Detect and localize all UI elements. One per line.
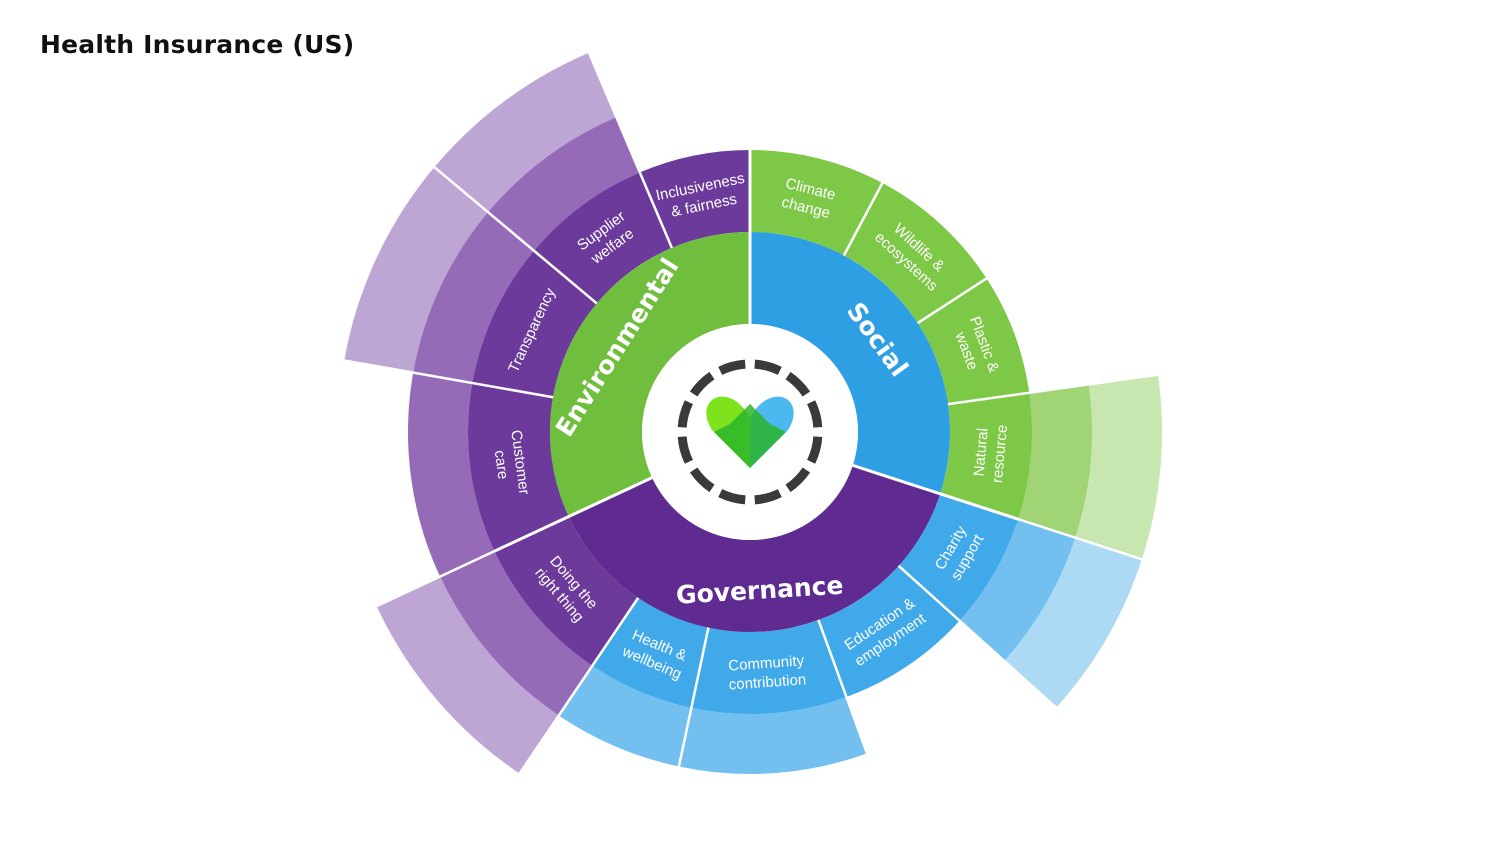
logo-ring-dash bbox=[718, 359, 746, 376]
segment-divider bbox=[587, 52, 674, 249]
band-inner-supplier-welfare bbox=[488, 117, 640, 251]
segment-label-line: care bbox=[491, 449, 512, 480]
segment-ring bbox=[468, 150, 1032, 714]
pillar-sector-governance bbox=[568, 465, 941, 632]
segment-plastic-waste bbox=[917, 278, 1030, 405]
logo-ring-dash bbox=[754, 488, 782, 505]
segment-dividers bbox=[344, 52, 1159, 775]
segment-wildlife-ecosystems bbox=[843, 183, 987, 324]
segment-divider bbox=[433, 166, 598, 305]
pillar-sector-social bbox=[750, 232, 951, 494]
logo-ring-dash bbox=[677, 436, 694, 464]
band-outer-charity-support bbox=[1004, 537, 1142, 708]
logo-ring-dash bbox=[689, 371, 715, 397]
pillar-ring bbox=[550, 232, 951, 632]
band-inner-natural-resource bbox=[1018, 384, 1092, 538]
segment-supplier-welfare bbox=[533, 172, 672, 304]
heart-icon bbox=[706, 396, 794, 468]
band-inner-doing-the-right-thing bbox=[440, 551, 593, 716]
band-inner-health-wellbeing bbox=[558, 665, 692, 767]
segment-community-contribution bbox=[691, 619, 847, 714]
band-inner-community-contribution bbox=[678, 696, 867, 774]
segment-divider bbox=[917, 277, 988, 325]
logo-ring-dash bbox=[806, 400, 823, 428]
segment-customer-care bbox=[468, 383, 569, 552]
segment-climate-change bbox=[750, 150, 883, 256]
logo-ring-dash bbox=[689, 467, 715, 493]
segment-health-wellbeing bbox=[592, 597, 709, 708]
segment-divider bbox=[947, 373, 1159, 406]
band-inner-transparency bbox=[413, 212, 534, 384]
segment-divider bbox=[677, 627, 710, 767]
logo-dashed-ring bbox=[677, 359, 823, 505]
logo-ring-dash bbox=[718, 488, 746, 505]
band-outer-doing-the-right-thing bbox=[376, 576, 559, 774]
segment-label-community-contribution: Communitycontribution bbox=[727, 652, 807, 693]
segment-charity-support bbox=[898, 493, 1019, 621]
logo-ring-dash bbox=[785, 467, 811, 493]
pillar-divider bbox=[852, 463, 1019, 521]
band-outer-supplier-welfare bbox=[434, 52, 617, 213]
segment-education-employment bbox=[818, 565, 960, 697]
logo-ring-dash bbox=[754, 359, 782, 376]
pillar-divider bbox=[493, 476, 653, 553]
band-inner-charity-support bbox=[959, 519, 1076, 661]
extension-bands bbox=[344, 52, 1163, 774]
segment-label-line: resource bbox=[989, 424, 1011, 484]
pillar-sector-environmental bbox=[550, 232, 750, 517]
segment-divider bbox=[518, 597, 640, 775]
logo-ring-dash bbox=[785, 371, 811, 397]
segment-divider bbox=[817, 619, 869, 754]
segment-inclusiveness-fairness bbox=[639, 150, 750, 248]
segment-transparency bbox=[472, 250, 597, 398]
band-inner-customer-care bbox=[408, 372, 495, 577]
segment-natural-resource bbox=[940, 392, 1032, 520]
band-outer-natural-resource bbox=[1075, 374, 1163, 560]
page-title: Health Insurance (US) bbox=[40, 30, 355, 59]
segment-divider bbox=[842, 182, 884, 256]
segment-label-line: Natural bbox=[971, 427, 992, 477]
heart-logo-icon bbox=[642, 324, 858, 540]
segment-doing-the-right-thing bbox=[494, 516, 639, 666]
segment-label-line: contribution bbox=[728, 671, 807, 693]
logo-ring-dash bbox=[677, 400, 694, 428]
segment-divider bbox=[897, 564, 1058, 709]
segment-label-line: Community bbox=[728, 652, 805, 674]
heart-center bbox=[714, 404, 786, 468]
segment-label-natural-resource: Naturalresource bbox=[970, 422, 1011, 483]
segment-divider bbox=[344, 359, 554, 399]
logo-ring-dash bbox=[806, 436, 823, 464]
band-outer-transparency bbox=[344, 167, 489, 373]
